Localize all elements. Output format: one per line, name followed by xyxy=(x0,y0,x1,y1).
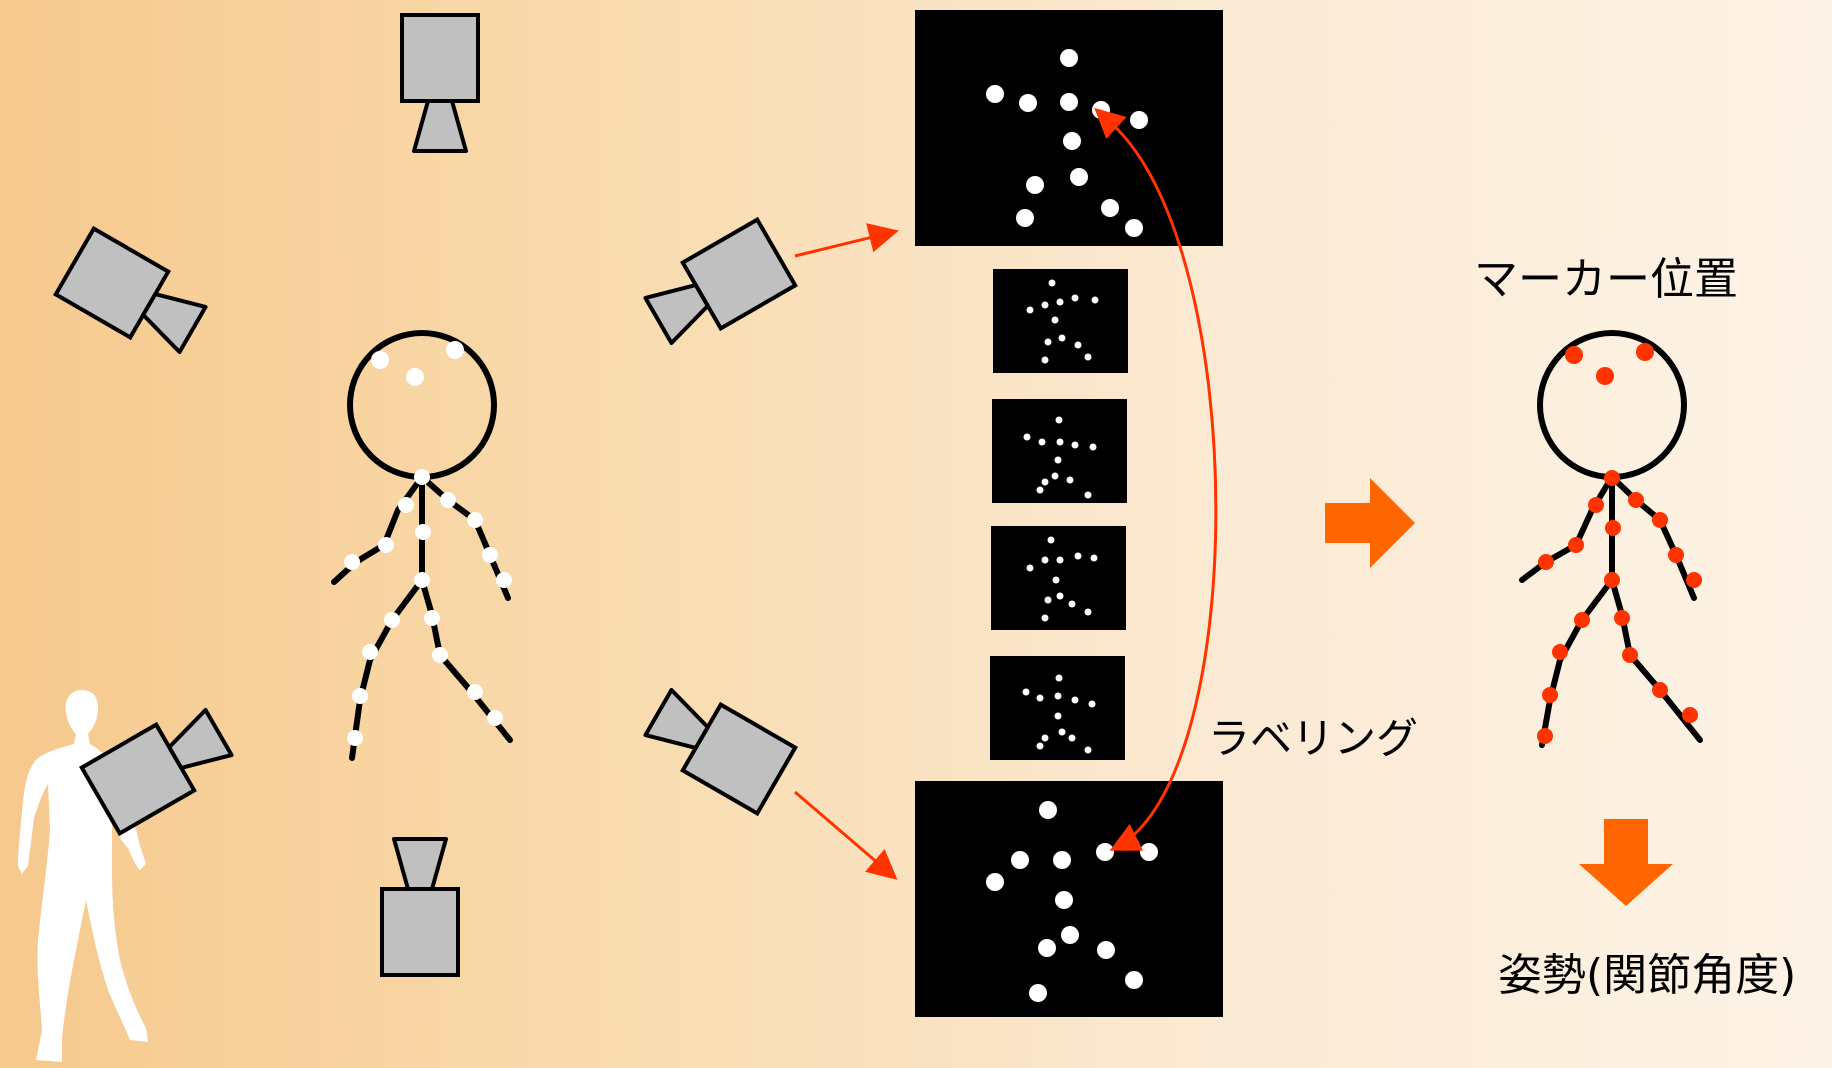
stick-figure-labeled xyxy=(1519,330,1703,748)
labeling-label: ラベリング xyxy=(1208,714,1419,763)
arrow-camera-to-image-top xyxy=(794,223,899,258)
camera-image-large-bottom xyxy=(915,781,1223,1017)
labeling-connector xyxy=(1094,107,1218,851)
camera-image-small-4 xyxy=(990,656,1125,760)
stick-figure-raw xyxy=(331,330,513,761)
camera-upper-left xyxy=(53,225,208,355)
raw-markers xyxy=(344,341,512,746)
arrow-camera-to-image-bottom xyxy=(794,790,898,880)
block-arrow-down-icon xyxy=(1579,819,1673,906)
block-arrow-right-icon xyxy=(1325,478,1415,568)
labeled-markers xyxy=(1537,343,1702,744)
camera-lower-left xyxy=(79,707,234,837)
camera-bottom xyxy=(380,837,460,977)
camera-image-small-2 xyxy=(992,399,1127,503)
camera-right-lower xyxy=(643,687,798,817)
camera-top xyxy=(400,13,480,153)
pose-label: 姿勢(関節角度) xyxy=(1498,950,1797,1001)
camera-image-large-top xyxy=(915,10,1223,246)
marker-position-label: マーカー位置 xyxy=(1474,254,1738,305)
camera-right-upper xyxy=(643,216,798,346)
camera-image-small-1 xyxy=(993,269,1128,373)
camera-image-small-3 xyxy=(991,526,1126,630)
